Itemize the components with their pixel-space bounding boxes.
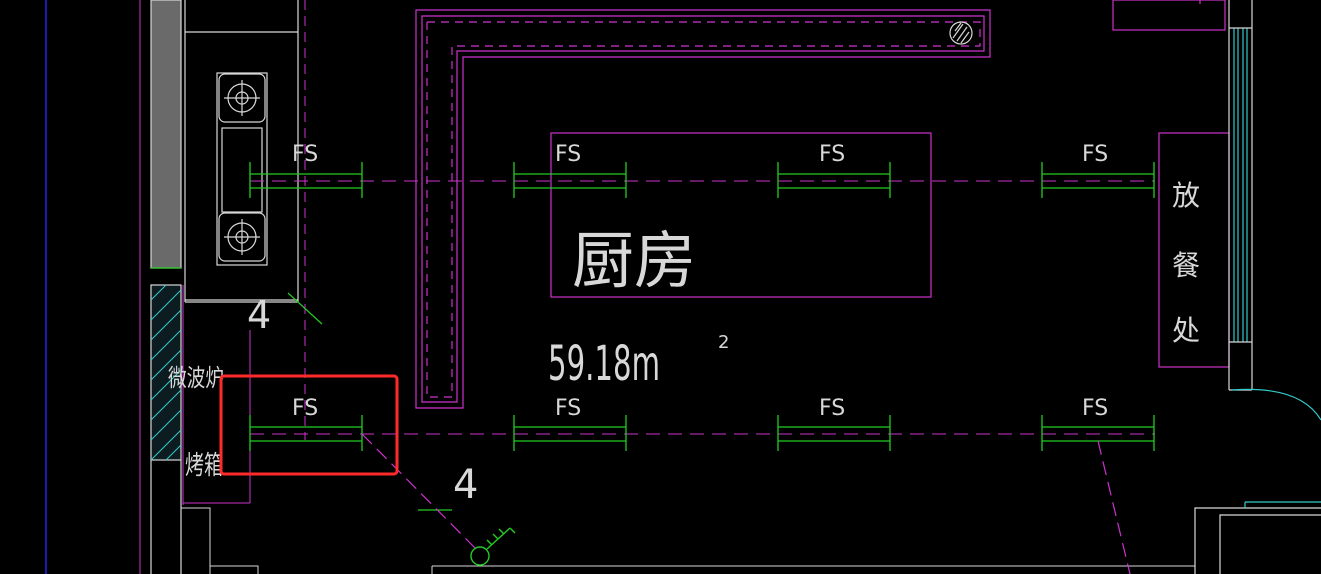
sprinkler-label: FS	[292, 396, 318, 421]
leader-line-upper	[287, 292, 323, 325]
floor-drain-icon	[949, 21, 973, 45]
selection-highlight[interactable]	[219, 374, 399, 476]
sprinkler-label: FS	[819, 396, 845, 421]
serving-char-2: 餐	[1172, 249, 1200, 282]
sprinkler-head	[777, 162, 891, 198]
sprinkler-label: FS	[292, 142, 318, 167]
right-wall	[1112, 0, 1321, 574]
pipe-diagonal-right	[1097, 440, 1131, 574]
sprinkler-head	[1041, 162, 1155, 198]
microwave-label: 微波炉	[168, 364, 224, 392]
valve-key-icon	[470, 527, 516, 566]
sprinkler-label: FS	[819, 142, 845, 167]
wall-hatch	[150, 284, 182, 461]
room-label-box	[550, 132, 932, 298]
pipe-size-label-upper: 4	[247, 293, 271, 337]
oven-label: 烤箱	[185, 451, 223, 481]
stove-burner-icon	[216, 72, 268, 266]
stove-cabinet	[184, 0, 299, 303]
sprinkler-label: FS	[555, 396, 581, 421]
sprinkler-label: FS	[1082, 142, 1108, 167]
sprinkler-head	[249, 415, 363, 451]
room-area: 59.18m	[548, 336, 660, 392]
room-area-superscript: 2	[718, 332, 729, 353]
sprinkler-label: FS	[555, 142, 581, 167]
pipe-size-label-lower: 4	[453, 462, 478, 508]
sprinkler-head	[513, 162, 627, 198]
sprinkler-label: FS	[1082, 396, 1108, 421]
sprinkler-head	[513, 415, 627, 451]
floor-lines	[181, 507, 1195, 574]
l-counter	[415, 9, 991, 409]
sprinkler-head	[249, 162, 363, 198]
room-name: 厨房	[572, 224, 696, 297]
serving-char-1: 放	[1172, 179, 1200, 212]
branch-pipe-to-valve	[361, 433, 481, 554]
serving-char-3: 处	[1172, 314, 1200, 347]
sprinkler-head	[777, 415, 891, 451]
